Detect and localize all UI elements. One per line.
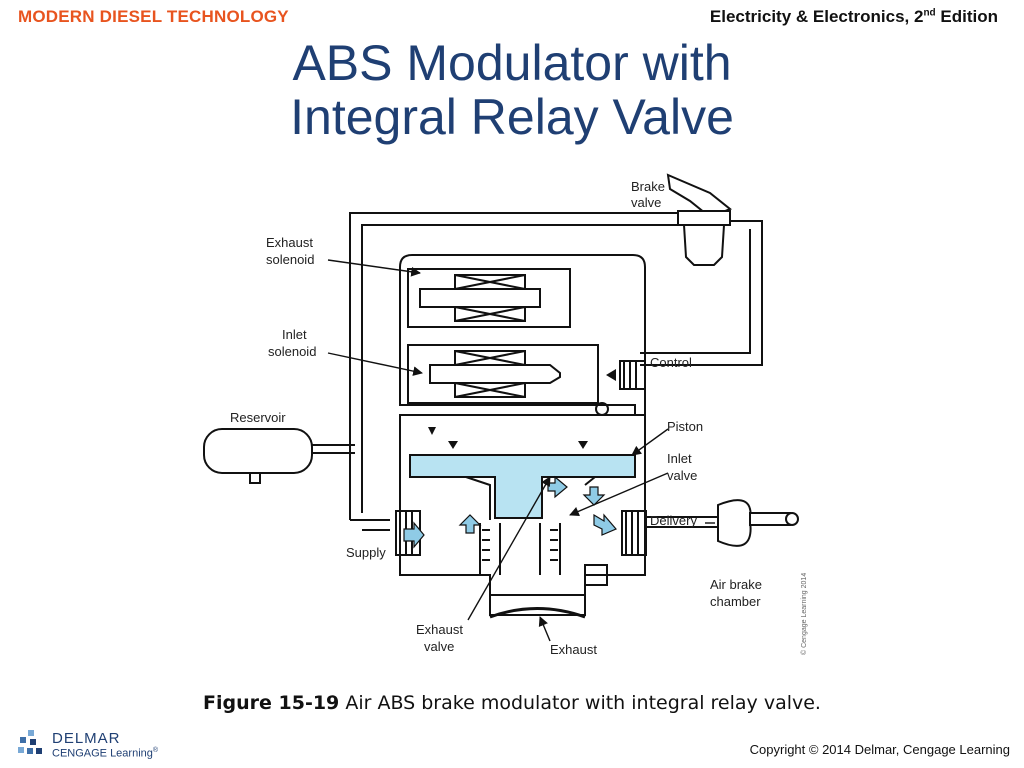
slide-title-line-2: Integral Relay Valve (290, 89, 734, 145)
label-control: Control (650, 355, 692, 370)
label-inlet-valve-2: valve (667, 468, 697, 483)
brake-valve (666, 173, 732, 266)
flow-arrow-inlet-left (458, 514, 482, 534)
leader-lines (327, 259, 715, 642)
label-delivery: Delivery (650, 513, 697, 528)
label-exhaust: Exhaust (550, 642, 597, 657)
edition-label: Electricity & Electronics, 2nd Edition (710, 7, 998, 27)
logo-sub-text: CENGAGE Learning (52, 747, 153, 760)
flow-arrow-supply (403, 521, 425, 549)
figure-number: Figure 15-19 (203, 692, 340, 714)
air-lines (310, 212, 763, 531)
logo-name: DELMAR (52, 730, 121, 747)
label-inlet-valve-1: Inlet (667, 451, 692, 466)
flow-arrow-inlet-right (547, 475, 568, 499)
image-credit: © Cengage Learning 2014 (800, 573, 808, 655)
figure-caption: Figure 15-19 Air ABS brake modulator wit… (0, 692, 1024, 714)
exhaust-diaphragm (489, 607, 586, 619)
slide-title-line-1: ABS Modulator with (292, 35, 732, 91)
relay-piston (409, 454, 636, 519)
diagram-labels: Brake valve Exhaust solenoid Inlet solen… (230, 179, 808, 657)
label-brake-valve-1: Brake (631, 179, 665, 194)
label-piston: Piston (667, 419, 703, 434)
label-supply: Supply (346, 545, 386, 560)
slide-title: ABS Modulator with Integral Relay Valve (0, 36, 1024, 144)
label-exhaust-valve-2: valve (424, 639, 454, 654)
delmar-logo-icon (18, 730, 42, 754)
logo-sub: CENGAGE Learning® (52, 747, 158, 760)
flow-arrows (403, 475, 617, 549)
edition-superscript: nd (923, 7, 936, 19)
reservoir (203, 428, 313, 484)
copyright-notice: Copyright © 2014 Delmar, Cengage Learnin… (749, 742, 1010, 757)
label-exhaust-solenoid-1: Exhaust (266, 235, 313, 250)
edition-main: Electricity & Electronics, 2 (709, 7, 924, 26)
brand-title: MODERN DIESEL TECHNOLOGY (18, 7, 289, 26)
label-inlet-solenoid-2: solenoid (268, 344, 316, 359)
label-reservoir: Reservoir (230, 410, 286, 425)
label-brake-valve-2: valve (631, 195, 661, 210)
edition-tail: Edition (935, 7, 998, 26)
label-exhaust-valve-1: Exhaust (416, 622, 463, 637)
label-inlet-solenoid-1: Inlet (282, 327, 307, 342)
label-exhaust-solenoid-2: solenoid (266, 252, 314, 267)
air-brake-chamber (646, 499, 799, 547)
modulator-body (395, 254, 647, 616)
flow-arrow-inlet-down (582, 486, 606, 506)
label-air-brake-chamber-2: chamber (710, 594, 761, 609)
logo-trademark: ® (152, 747, 159, 754)
abs-modulator-diagram: Brake valve Exhaust solenoid Inlet solen… (203, 173, 808, 657)
control-arrows (428, 369, 616, 449)
flow-arrow-delivery (593, 513, 617, 536)
figure-caption-text: Air ABS brake modulator with integral re… (339, 692, 821, 714)
label-air-brake-chamber-1: Air brake (710, 577, 762, 592)
